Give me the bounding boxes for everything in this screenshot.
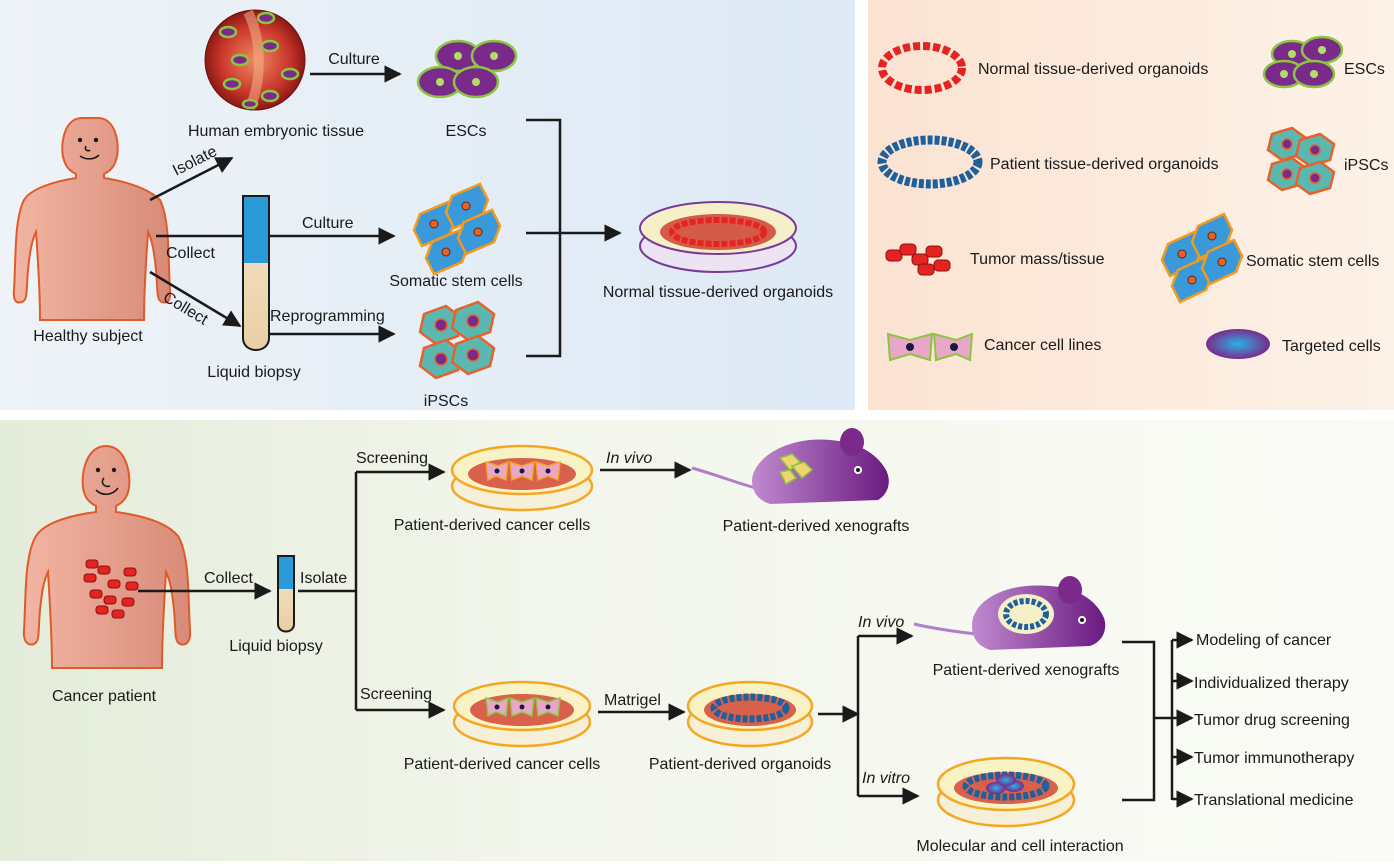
xenograft-mouse-2 [913,576,1106,650]
embryonic-tissue-label: Human embryonic tissue [188,123,364,140]
matrigel-label: Matrigel [604,692,661,709]
legend-patient-organoid-icon [877,135,983,189]
cancer-cells-label-1: Patient-derived cancer cells [394,517,591,534]
legend-ipscs-label: iPSCs [1344,157,1388,174]
legend-somatic-stem-cells-icon [1160,212,1244,304]
cancer-patient-label: Cancer patient [52,688,157,705]
application-item: Tumor immunotherapy [1194,750,1354,767]
escs-cluster [416,39,518,99]
legend-normal-organoids-label: Normal tissue-derived organoids [978,61,1208,78]
cancer-cells-dish-1 [450,444,594,512]
reprogramming-label: Reprogramming [270,308,385,325]
legend-ipscs-icon [1266,126,1336,196]
molecular-interaction-dish [936,756,1076,828]
legend-escs-label: ESCs [1344,61,1385,78]
healthy-subject-figure [12,117,172,321]
legend-normal-organoid-icon [878,42,966,94]
liquid-biopsy-tube-bottom [277,555,295,633]
collect-label-1: Collect [166,245,215,262]
legend-tumor-mass-icon [885,243,951,276]
applications-bracket-left [1122,640,1156,802]
somatic-stem-cells-cluster [412,182,502,276]
somatic-stem-cells-label: Somatic stem cells [389,273,522,290]
legend-somatic-stem-cells-label: Somatic stem cells [1246,253,1379,270]
application-item: Tumor drug screening [1194,712,1350,729]
legend-cancer-cell-lines-icon [886,332,974,362]
normal-organoid-dish [639,201,797,273]
culture-label-1: Culture [328,51,380,68]
ipscs-cluster [418,300,496,380]
legend-escs-icon [1262,35,1344,89]
xenografts-label-2: Patient-derived xenografts [933,662,1120,679]
embryonic-tissue-sphere [204,9,306,111]
healthy-subject-label: Healthy subject [33,328,143,345]
ipscs-label: iPSCs [424,393,468,410]
patient-organoids-label: Patient-derived organoids [649,756,831,773]
in-vitro-label: In vitro [862,770,910,787]
cancer-cells-label-2: Patient-derived cancer cells [404,756,601,773]
legend-patient-organoids-label: Patient tissue-derived organoids [990,156,1219,173]
merge-bracket-top [526,118,562,358]
isolate-label-bottom: Isolate [300,570,347,587]
xenograft-mouse-1 [691,428,889,504]
legend-cancer-cell-lines-label: Cancer cell lines [984,337,1101,354]
normal-organoids-label: Normal tissue-derived organoids [603,284,833,301]
collect-arrow-2 [149,270,242,328]
liquid-biopsy-label-top: Liquid biopsy [207,364,300,381]
cancer-patient-figure [22,444,192,669]
molecular-interaction-label: Molecular and cell interaction [916,838,1123,855]
liquid-biopsy-tube-top [242,195,270,351]
application-item: Individualized therapy [1194,675,1349,692]
application-item: Modeling of cancer [1196,632,1332,649]
collect-label-bottom: Collect [204,570,253,587]
legend-targeted-cells-label: Targeted cells [1282,338,1381,355]
application-item: Translational medicine [1194,792,1354,809]
legend-tumor-mass-label: Tumor mass/tissue [970,251,1105,268]
in-vivo-label-2: In vivo [858,614,904,631]
screening-label-2: Screening [360,686,432,703]
cancer-cells-dish-2 [452,680,592,748]
culture-label-2: Culture [302,215,354,232]
bottom-panel-background [0,420,1394,861]
liquid-biopsy-label-bottom: Liquid biopsy [229,638,322,655]
escs-label: ESCs [446,123,487,140]
screening-label-1: Screening [356,450,428,467]
in-vivo-label-1: In vivo [606,450,652,467]
isolate-arrow [149,156,234,202]
patient-organoids-dish [686,680,814,748]
xenografts-label-1: Patient-derived xenografts [723,518,910,535]
legend-targeted-cells-icon [1206,329,1270,359]
